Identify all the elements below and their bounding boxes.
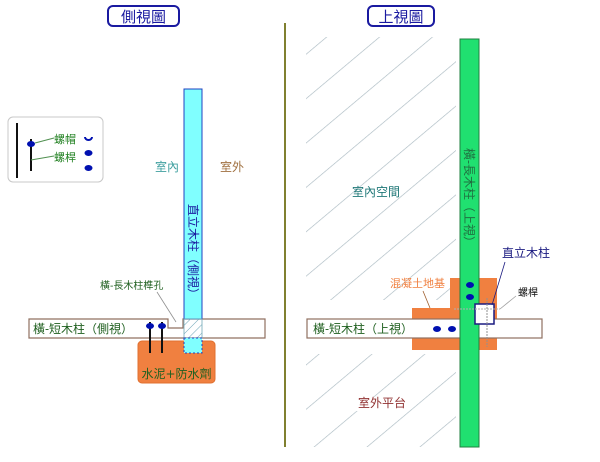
outdoor-label: 室外 xyxy=(220,159,244,174)
concrete-base-label: 混凝土地基 xyxy=(390,276,445,290)
svg-text:側視圖: 側視圖 xyxy=(121,8,166,26)
nut-dot-icon xyxy=(84,150,93,156)
short-beam-side-label: 橫-短木柱（側視） xyxy=(33,321,133,336)
vertical-post-side-label: 直立木柱（側視） xyxy=(186,204,201,300)
hatched-area xyxy=(306,37,456,447)
top-view-title: 上視圖 xyxy=(367,5,435,27)
indoor-label: 室內 xyxy=(155,159,179,174)
mortise-hatch xyxy=(183,318,203,339)
svg-text:上視圖: 上視圖 xyxy=(378,8,423,26)
nut-icon xyxy=(448,326,456,332)
outdoor-platform-label: 室外平台 xyxy=(358,395,406,410)
side-view-title: 側視圖 xyxy=(107,5,180,27)
cement-label: 水泥+防水劑 xyxy=(141,366,211,381)
mortise-label: 橫-長木柱榫孔 xyxy=(100,279,163,292)
svg-text:螺帽: 螺帽 xyxy=(54,133,76,146)
long-beam-top-label: 橫-長木柱（上視） xyxy=(462,148,477,248)
svg-text:螺桿: 螺桿 xyxy=(54,150,76,164)
short-beam-top-label: 橫-短木柱（上視） xyxy=(313,321,413,336)
nut-icon xyxy=(27,141,35,147)
vertical-post-top-label: 直立木柱 xyxy=(502,245,550,260)
long-beam-top xyxy=(459,38,480,448)
vertical-post-top xyxy=(474,303,495,325)
nut-side-icon xyxy=(84,136,93,141)
legend: 螺帽 螺桿 xyxy=(7,116,104,183)
nut-icon xyxy=(466,294,474,300)
nut-icon xyxy=(466,282,474,288)
short-beam-side xyxy=(28,318,266,339)
bolt-icon xyxy=(146,322,166,353)
nut-dot-icon xyxy=(84,165,93,171)
post-embedded xyxy=(183,337,203,354)
nut-icon xyxy=(433,326,441,332)
indoor-space-label: 室內空間 xyxy=(352,184,400,199)
bolt-label: 螺桿 xyxy=(518,286,538,299)
